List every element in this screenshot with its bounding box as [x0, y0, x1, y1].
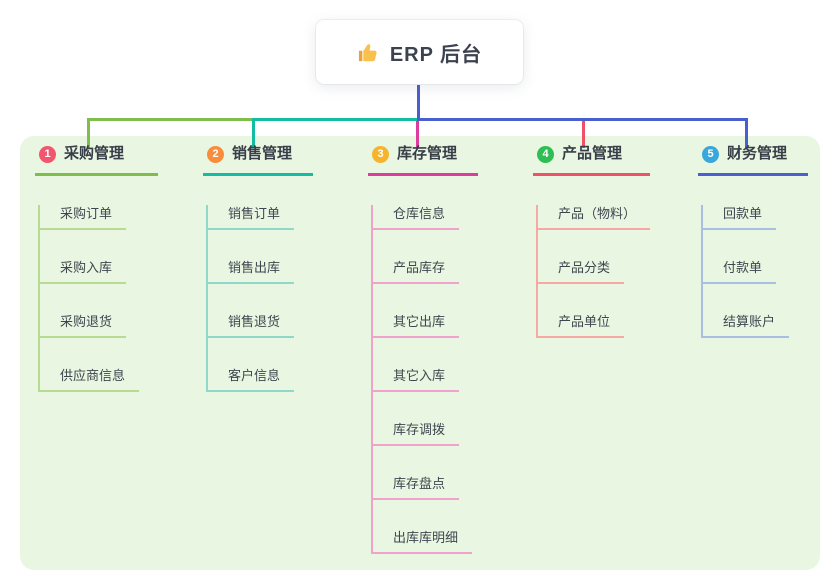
child-node[interactable]: 销售出库: [208, 259, 295, 284]
branch-sales-children: 销售订单 销售出库 销售退货 客户信息: [206, 205, 313, 392]
thumbs-up-icon: [357, 41, 380, 64]
drop-line-branch5: [745, 118, 748, 148]
root-node[interactable]: ERP 后台: [316, 20, 523, 84]
branch-inventory-node[interactable]: 3 库存管理: [368, 143, 478, 176]
child-node[interactable]: 库存盘点: [373, 475, 460, 500]
child-node[interactable]: 回款单: [703, 205, 777, 230]
child-node[interactable]: 其它出库: [373, 313, 460, 338]
root-node-label: ERP 后台: [389, 43, 483, 66]
branch-label: 库存管理: [397, 145, 458, 162]
child-node[interactable]: 销售退货: [208, 313, 295, 338]
branch-sales: 2 销售管理 销售订单 销售出库 销售退货 客户信息: [203, 143, 313, 392]
mindmap-background-panel: [20, 136, 820, 570]
horizontal-line-teal: [252, 118, 418, 121]
child-node[interactable]: 采购订单: [40, 205, 127, 230]
branch-label: 销售管理: [232, 145, 293, 162]
branch-purchase-children: 采购订单 采购入库 采购退货 供应商信息: [38, 205, 158, 392]
branch-finance: 5 财务管理 回款单 付款单 结算账户: [698, 143, 808, 338]
branch-sales-node[interactable]: 2 销售管理: [203, 143, 313, 176]
child-node[interactable]: 库存调拨: [373, 421, 460, 446]
child-node[interactable]: 供应商信息: [40, 367, 140, 392]
branch-label: 产品管理: [562, 145, 623, 162]
branch-inventory: 3 库存管理 仓库信息 产品库存 其它出库 其它入库 库存调拨 库存盘点 出库库…: [368, 143, 478, 554]
drop-line-branch3: [416, 121, 419, 148]
root-vertical-line: [417, 84, 420, 119]
branch-product-node[interactable]: 4 产品管理: [533, 143, 650, 176]
branch-number-badge: 5: [702, 145, 719, 163]
child-node[interactable]: 结算账户: [703, 313, 790, 338]
horizontal-line-green: [87, 118, 252, 121]
branch-finance-node[interactable]: 5 财务管理: [698, 143, 808, 176]
branch-inventory-children: 仓库信息 产品库存 其它出库 其它入库 库存调拨 库存盘点 出库库明细: [371, 205, 478, 554]
child-node[interactable]: 仓库信息: [373, 205, 460, 230]
child-node[interactable]: 销售订单: [208, 205, 295, 230]
branch-number-badge: 4: [537, 145, 554, 163]
branch-label: 采购管理: [64, 145, 125, 162]
child-node[interactable]: 产品库存: [373, 259, 460, 284]
child-node[interactable]: 产品单位: [538, 313, 625, 338]
branch-number-badge: 3: [372, 145, 389, 163]
branch-number-badge: 1: [39, 145, 56, 163]
branch-purchase-node[interactable]: 1 采购管理: [35, 143, 158, 176]
drop-line-branch4: [582, 121, 585, 148]
horizontal-line-blue: [417, 118, 748, 121]
branch-number-badge: 2: [207, 145, 224, 163]
child-node[interactable]: 产品分类: [538, 259, 625, 284]
child-node[interactable]: 其它入库: [373, 367, 460, 392]
child-node[interactable]: 采购退货: [40, 313, 127, 338]
child-node[interactable]: 客户信息: [208, 367, 295, 392]
child-node[interactable]: 出库库明细: [373, 529, 473, 554]
child-node[interactable]: 采购入库: [40, 259, 127, 284]
branch-finance-children: 回款单 付款单 结算账户: [701, 205, 808, 338]
branch-product: 4 产品管理 产品（物料） 产品分类 产品单位: [533, 143, 651, 338]
drop-line-branch1: [87, 118, 90, 148]
branch-product-children: 产品（物料） 产品分类 产品单位: [536, 205, 651, 338]
drop-line-branch2: [252, 118, 255, 148]
branch-purchase: 1 采购管理 采购订单 采购入库 采购退货 供应商信息: [35, 143, 158, 392]
child-node[interactable]: 付款单: [703, 259, 777, 284]
child-node[interactable]: 产品（物料）: [538, 205, 651, 230]
branch-label: 财务管理: [727, 145, 788, 162]
